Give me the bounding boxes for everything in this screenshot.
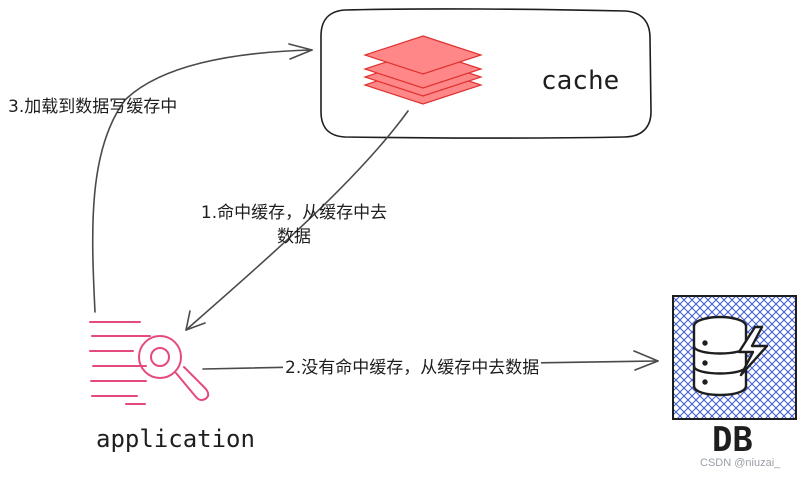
- edge-hit-label-line2: 数据: [277, 227, 311, 247]
- edge-load-arrow: [91, 43, 313, 313]
- db-label: DB: [712, 420, 753, 460]
- edge-load-label: 3.加载到数据写缓存中: [8, 97, 178, 117]
- database-lightning-icon: [692, 315, 769, 397]
- db-node: [672, 295, 797, 420]
- edge-hit-arrow: [185, 110, 409, 331]
- edge-miss-label: 2.没有命中缓存，从缓存中去数据: [283, 353, 542, 378]
- cache-label: cache: [541, 66, 620, 96]
- cache-node: [320, 8, 652, 139]
- application-label: application: [96, 425, 255, 453]
- edge-hit-label-line1: 1.命中缓存，从缓存中去: [200, 203, 388, 223]
- watermark: CSDN @niuzai_: [700, 457, 781, 469]
- stacked-layers-icon: [363, 35, 483, 105]
- application-node: [89, 321, 210, 405]
- search-icon: [89, 321, 210, 405]
